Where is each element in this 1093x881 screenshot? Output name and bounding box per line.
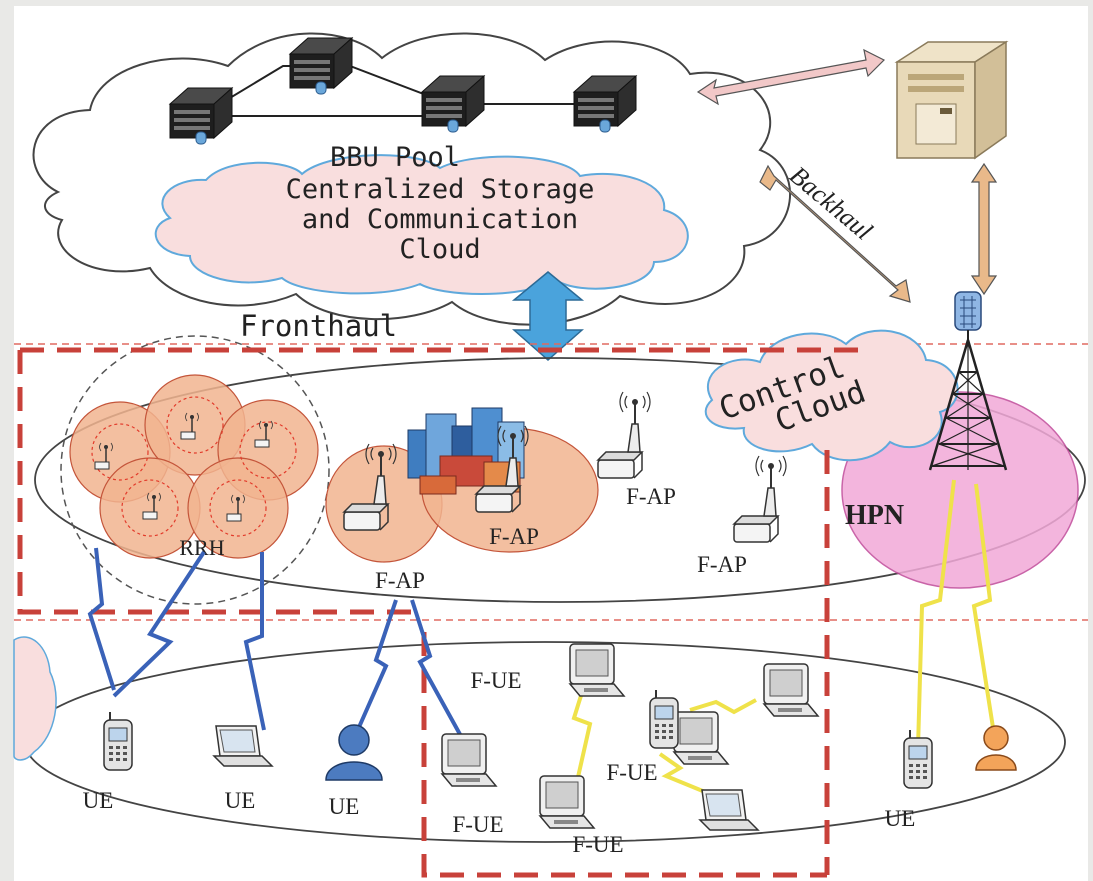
wireless-links-yellow: [571, 479, 996, 796]
user-icon: [325, 724, 383, 781]
ue-label: UE: [329, 794, 360, 819]
backhaul-arrows: [696, 48, 998, 303]
fap-label: F-AP: [375, 568, 425, 593]
fue-label: F-UE: [572, 832, 623, 857]
fap-label: F-AP: [626, 484, 676, 509]
access-layer-ellipse: [34, 357, 1086, 603]
fue-label: F-UE: [470, 668, 521, 693]
rrh-cluster: [60, 335, 330, 605]
fue-label: F-UE: [452, 812, 503, 837]
hpn-label: HPN: [845, 500, 904, 531]
fronthaul-arrow: [511, 271, 585, 362]
ue-label: UE: [225, 788, 256, 813]
bbu-pool-label: BBU Pool: [330, 142, 460, 173]
core-server-icon: [894, 40, 1009, 160]
fue-label: F-UE: [606, 760, 657, 785]
ue-label: UE: [83, 788, 114, 813]
fronthaul-label: Fronthaul: [240, 309, 397, 343]
phone-icon: [649, 689, 679, 749]
coverage-boxes: [17, 347, 860, 878]
phone-icon: [903, 729, 933, 789]
edge-cloud-icon: [13, 636, 57, 761]
building-icon: [407, 407, 525, 495]
hpn-tower-icon: [928, 291, 1008, 471]
wireless-links-blue: [87, 547, 464, 739]
ue-label: UE: [885, 806, 916, 831]
storage-label-line2: and Communication: [302, 204, 578, 235]
storage-label-line3: Cloud: [399, 234, 480, 265]
bbu-pool-network: [169, 37, 637, 145]
fap-label: F-AP: [697, 552, 747, 577]
user-icon: [975, 725, 1017, 771]
storage-cloud-icon: [154, 154, 689, 295]
storage-label-line1: Centralized Storage: [286, 174, 595, 205]
fap-label: F-AP: [489, 524, 539, 549]
phone-icon: [103, 711, 133, 771]
